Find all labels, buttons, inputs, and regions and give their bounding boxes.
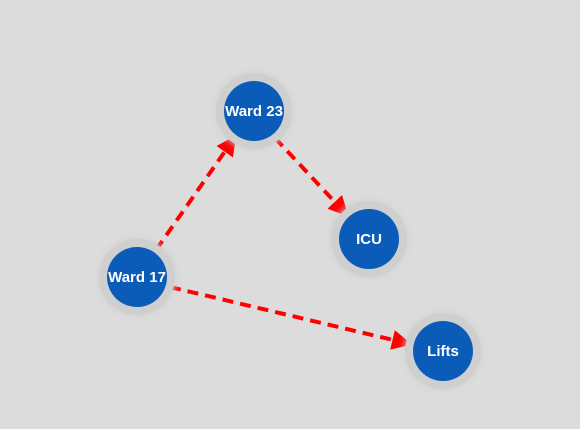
edge-ward17-to-ward23 (154, 135, 237, 252)
edge-ward23-to-icu (273, 136, 349, 217)
edge-ward17-to-lifts (169, 285, 412, 350)
node-icu[interactable]: ICU (329, 199, 409, 279)
node-label: Ward 17 (108, 269, 166, 286)
node-ward-17[interactable]: Ward 17 (97, 237, 177, 317)
nodes-layer: Ward 23 ICU Ward 17 Lifts (97, 71, 483, 391)
node-label: Lifts (427, 343, 459, 360)
edges-layer (154, 135, 412, 350)
node-ward-23[interactable]: Ward 23 (214, 71, 294, 151)
node-lifts[interactable]: Lifts (403, 311, 483, 391)
node-label: ICU (356, 231, 382, 248)
node-label: Ward 23 (225, 103, 283, 120)
